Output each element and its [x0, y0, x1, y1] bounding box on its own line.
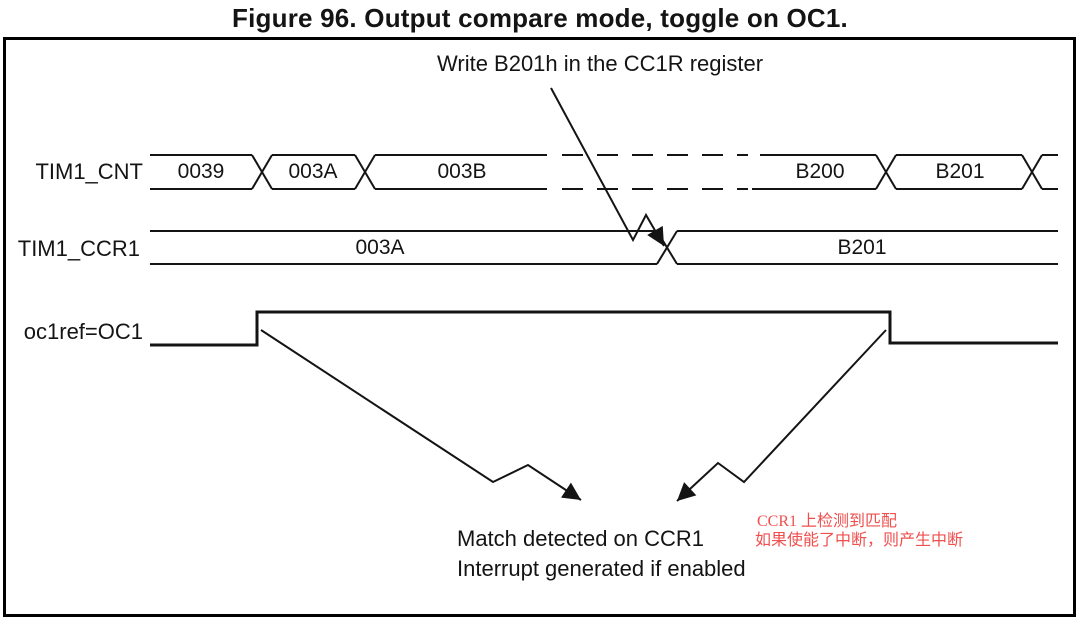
cnt-value-003b: 003B — [437, 160, 487, 183]
cnt-value-0039: 0039 — [177, 160, 225, 183]
cnt-value-003a: 003A — [288, 160, 338, 183]
label-tim1-ccr1: TIM1_CCR1 — [17, 236, 140, 261]
label-tim1-cnt: TIM1_CNT — [35, 159, 143, 184]
match-detected-text: Match detected on CCR1 — [457, 526, 705, 551]
cnt-value-b200: B200 — [795, 160, 845, 183]
write-ccr1-note: Write B201h in the CC1R register — [437, 51, 764, 76]
cnt-value-b201: B201 — [935, 160, 985, 183]
match-arrow-left — [260, 329, 582, 501]
cn-note-line2: 如果使能了中断，则产生中断 — [755, 532, 964, 549]
write-ccr1-arrow — [550, 87, 665, 247]
interrupt-generated-text: Interrupt generated if enabled — [457, 556, 746, 581]
ccr1-value-b201: B201 — [837, 236, 887, 259]
diagram-frame — [3, 37, 1076, 617]
label-oc1ref: oc1ref=OC1 — [23, 319, 143, 344]
tim1-ccr1-bus — [150, 230, 1058, 265]
match-arrow-right — [676, 329, 887, 502]
oc1ref-waveform — [150, 310, 1058, 347]
tim1-cnt-bus — [150, 154, 1058, 190]
ccr1-value-003a: 003A — [355, 236, 405, 259]
cn-note-line1: CCR1 上检测到匹配 — [757, 513, 898, 530]
figure-title: Figure 96. Output compare mode, toggle o… — [232, 3, 848, 33]
